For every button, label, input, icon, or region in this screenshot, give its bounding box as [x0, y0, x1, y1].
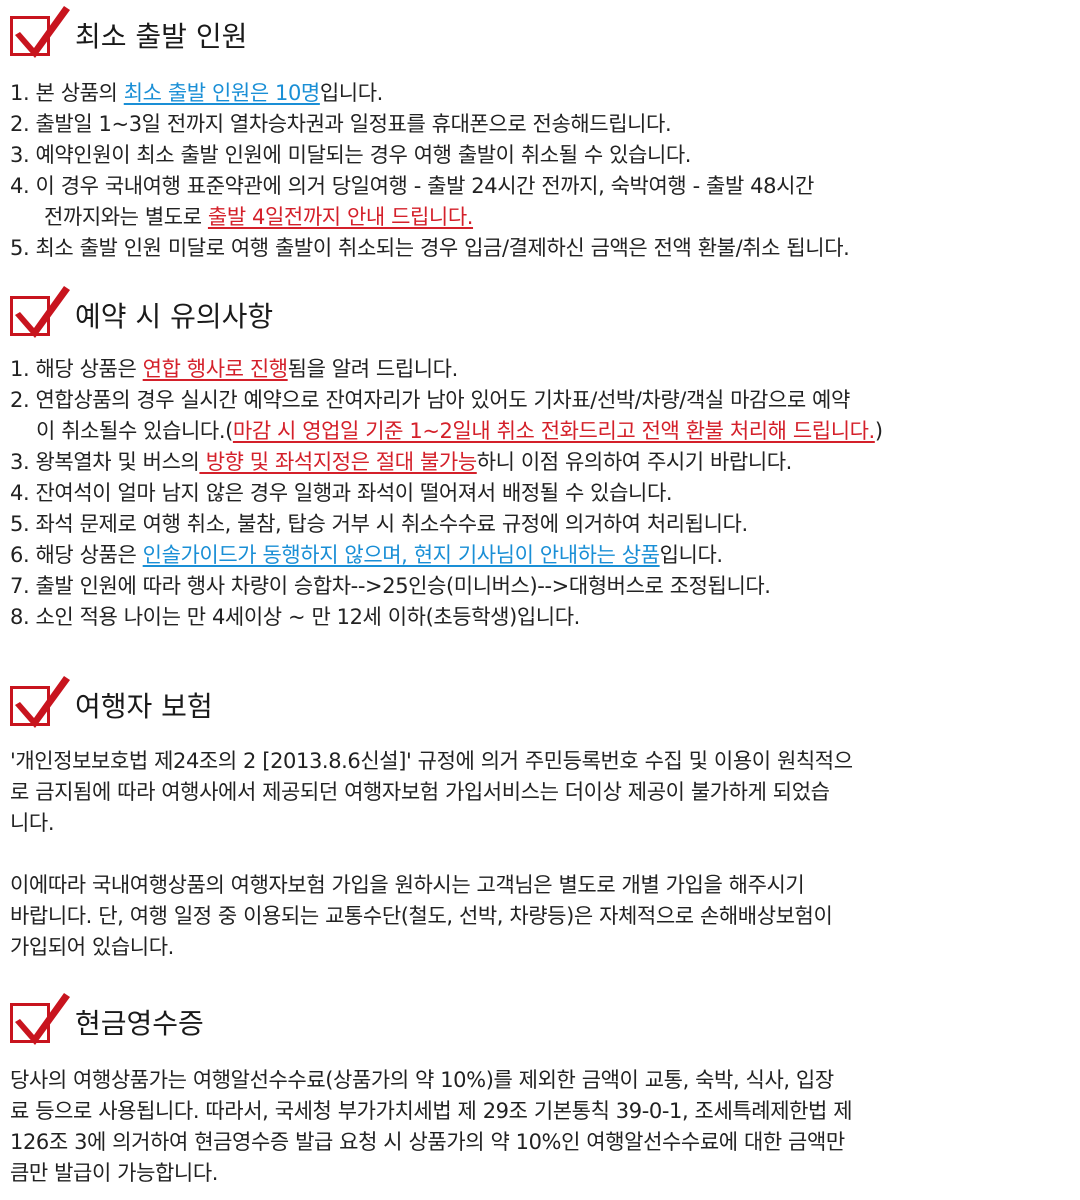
list-item-text: 이 취소될수 있습니다.( [36, 419, 233, 443]
list-item-text: 하니 이점 유의하여 주시기 바랍니다. [476, 450, 793, 474]
paragraph-line: 가입되어 있습니다. [10, 935, 174, 959]
min-departure-list: 1. 본 상품의 최소 출발 인원은 10명입니다. 2. 출발일 1~3일 전… [0, 78, 1080, 264]
insurance-paragraph-2: 이에따라 국내여행상품의 여행자보험 가입을 원하시는 고객님은 별도로 개별 … [0, 870, 1080, 963]
section-min-departure: 최소 출발 인원 1. 본 상품의 최소 출발 인원은 10명입니다. 2. 출… [0, 6, 1080, 264]
section-title: 여행자 보험 [75, 690, 213, 723]
paragraph-line: 니다. [10, 811, 55, 835]
list-item: 3. 예약인원이 최소 출발 인원에 미달되는 경우 여행 출발이 취소될 수 … [10, 143, 692, 167]
list-item-text: ) [874, 419, 883, 443]
section-travel-insurance: 여행자 보험 '개인정보보호법 제24조의 2 [2013.8.6신설]' 규정… [0, 676, 1080, 963]
section-title: 최소 출발 인원 [75, 20, 248, 53]
list-item-text: 3. 왕복열차 및 버스의 [10, 450, 200, 474]
section-heading: 최소 출발 인원 [0, 6, 1080, 68]
list-item: 6. 해당 상품은 인솔가이드가 동행하지 않으며, 현지 기사님이 안내하는 … [0, 540, 1080, 571]
section-cash-receipt: 현금영수증 당사의 여행상품가는 여행알선수수료(상품가의 약 10%)를 제외… [0, 993, 1080, 1189]
reservation-notes-list: 1. 해당 상품은 연합 행사로 진행됨을 알려 드립니다. 2. 연합상품의 … [0, 354, 1080, 633]
list-item-continuation: 이 취소될수 있습니다.(마감 시 영업일 기준 1~2일내 취소 전화드리고 … [0, 416, 1080, 447]
list-item: 4. 이 경우 국내여행 표준약관에 의거 당일여행 - 출발 24시간 전까지… [10, 174, 814, 198]
highlight-text: 방향 및 좌석지정은 절대 불가능 [199, 450, 477, 474]
list-item-text: 전까지와는 별도로 [44, 205, 208, 229]
list-item: 2. 연합상품의 경우 실시간 예약으로 잔여자리가 남아 있어도 기차표/선박… [10, 388, 850, 412]
checkmark-icon [15, 676, 70, 728]
checkmark-icon [15, 993, 70, 1045]
cash-receipt-paragraph: 당사의 여행상품가는 여행알선수수료(상품가의 약 10%)를 제외한 금액이 … [0, 1065, 1080, 1189]
list-item: 2. 출발일 1~3일 전까지 열차승차권과 일정표를 휴대폰으로 전송해드립니… [10, 112, 672, 136]
paragraph-line: 바랍니다. 단, 여행 일정 중 이용되는 교통수단(철도, 선박, 차량등)은… [10, 904, 833, 928]
highlight-text: 마감 시 영업일 기준 1~2일내 취소 전화드리고 전액 환불 처리해 드립니… [232, 419, 875, 443]
paragraph-line: 당사의 여행상품가는 여행알선수수료(상품가의 약 10%)를 제외한 금액이 … [10, 1068, 834, 1092]
paragraph-line: '개인정보보호법 제24조의 2 [2013.8.6신설]' 규정에 의거 주민… [10, 749, 853, 773]
section-title: 현금영수증 [75, 1007, 204, 1040]
list-item: 1. 본 상품의 최소 출발 인원은 10명입니다. [0, 78, 1080, 109]
highlight-text: 최소 출발 인원은 10명 [123, 81, 321, 105]
list-item: 4. 잔여석이 얼마 남지 않은 경우 일행과 좌석이 떨어져서 배정될 수 있… [10, 481, 673, 505]
list-item-text: 1. 본 상품의 [10, 81, 124, 105]
list-item-text: 입니다. [659, 543, 723, 567]
list-item: 3. 왕복열차 및 버스의 방향 및 좌석지정은 절대 불가능하니 이점 유의하… [0, 447, 1080, 478]
section-heading: 여행자 보험 [0, 676, 1080, 738]
section-heading: 현금영수증 [0, 993, 1080, 1055]
paragraph-line: 큼만 발급이 가능합니다. [10, 1161, 219, 1185]
checkmark-icon [15, 6, 70, 58]
highlight-text: 인솔가이드가 동행하지 않으며, 현지 기사님이 안내하는 상품 [142, 543, 660, 567]
paragraph-line: 이에따라 국내여행상품의 여행자보험 가입을 원하시는 고객님은 별도로 개별 … [10, 873, 805, 897]
list-item-text: 6. 해당 상품은 [10, 543, 143, 567]
list-item-text: 됨을 알려 드립니다. [287, 357, 459, 381]
checkmark-icon [15, 286, 70, 338]
list-item-continuation: 전까지와는 별도로 출발 4일전까지 안내 드립니다. [0, 202, 1080, 233]
paragraph-line: 료 등으로 사용됩니다. 따라서, 국세청 부가가치세법 제 29조 기본통칙 … [10, 1099, 853, 1123]
paragraph-line: 126조 3에 의거하여 현금영수증 발급 요청 시 상품가의 약 10%인 여… [10, 1130, 845, 1154]
list-item: 5. 최소 출발 인원 미달로 여행 출발이 취소되는 경우 입금/결제하신 금… [10, 236, 850, 260]
list-item: 7. 출발 인원에 따라 행사 차량이 승합차-->25인승(미니버스)-->대… [10, 574, 771, 598]
list-item: 1. 해당 상품은 연합 행사로 진행됨을 알려 드립니다. [0, 354, 1080, 385]
highlight-text: 연합 행사로 진행 [142, 357, 288, 381]
list-item: 5. 좌석 문제로 여행 취소, 불참, 탑승 거부 시 취소수수료 규정에 의… [10, 512, 748, 536]
list-item-text: 입니다. [319, 81, 383, 105]
list-item: 8. 소인 적용 나이는 만 4세이상 ~ 만 12세 이하(초등학생)입니다. [10, 605, 580, 629]
section-reservation-notes: 예약 시 유의사항 1. 해당 상품은 연합 행사로 진행됨을 알려 드립니다.… [0, 286, 1080, 633]
insurance-paragraph-1: '개인정보보호법 제24조의 2 [2013.8.6신설]' 규정에 의거 주민… [0, 746, 1080, 839]
section-heading: 예약 시 유의사항 [0, 286, 1080, 348]
list-item-text: 1. 해당 상품은 [10, 357, 143, 381]
section-title: 예약 시 유의사항 [75, 300, 274, 333]
paragraph-line: 로 금지됨에 따라 여행사에서 제공되던 여행자보험 가입서비스는 더이상 제공… [10, 780, 830, 804]
highlight-text: 출발 4일전까지 안내 드립니다. [207, 205, 474, 229]
